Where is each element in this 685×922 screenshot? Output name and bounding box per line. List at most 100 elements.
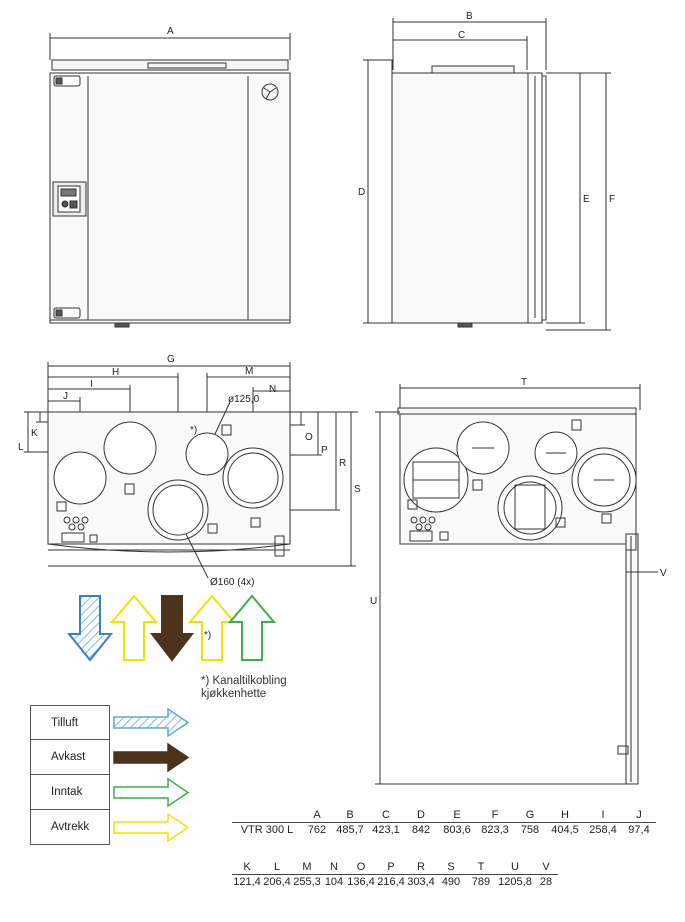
dim-letter-H: H xyxy=(112,367,119,378)
legend-label-inntak: Inntak xyxy=(30,775,110,810)
table-value-cell: 136,4 xyxy=(346,874,376,889)
kitchen-marker: *) xyxy=(190,425,197,436)
table-header-cell: G xyxy=(525,809,535,821)
table-value-cell: VTR 300 L xyxy=(232,822,302,837)
table-header-cell: V xyxy=(542,861,550,873)
note-line-1: *) Kanaltilkobling xyxy=(201,675,287,687)
dim-letter-D: D xyxy=(358,187,365,198)
legend-arrow-avkast xyxy=(113,742,190,773)
table-header-cell: H xyxy=(561,809,569,821)
inntak-arrow xyxy=(227,594,277,661)
table-value-cell: 762 xyxy=(302,822,332,837)
avtrekk-arrow xyxy=(109,594,159,661)
table-value-cell: 1205,8 xyxy=(496,874,534,889)
kitchen-hood-note: *) Kanaltilkobling kjøkkenhette xyxy=(201,675,287,701)
dim-letter-U: U xyxy=(370,596,377,607)
table-header-cell: R xyxy=(417,861,425,873)
table-header-cell: D xyxy=(417,809,425,821)
dim-letter-G: G xyxy=(167,354,175,365)
dim-letter-I: I xyxy=(90,379,93,390)
table-header-cell: A xyxy=(313,809,321,821)
table-header-cell: O xyxy=(356,861,366,873)
table-value-cell: 823,3 xyxy=(476,822,514,837)
table-value-cell: 789 xyxy=(466,874,496,889)
tilluft-arrow xyxy=(66,595,114,662)
legend-label-avkast: Avkast xyxy=(30,740,110,775)
dim-letter-A: A xyxy=(167,26,174,37)
legend-arrow-inntak xyxy=(113,777,190,808)
table-value-cell: 216,4 xyxy=(376,874,406,889)
dim-letter-N: N xyxy=(269,384,276,395)
table-header-cell: J xyxy=(636,809,642,821)
dim-letter-C: C xyxy=(458,30,465,41)
legend-row-avtrekk: Avtrekk xyxy=(30,810,196,845)
table-value-cell: 104 xyxy=(322,874,346,889)
kitchen-marker-arrow: *) xyxy=(204,630,211,641)
table-value-cell: 423,1 xyxy=(368,822,404,837)
table-value-cell: 28 xyxy=(534,874,558,889)
table-header-cell: F xyxy=(491,809,499,821)
dim-letter-B: B xyxy=(466,11,473,22)
dimension-table-2-headers: K L M N O P R S T U V xyxy=(232,860,558,875)
table-value-cell: 121,4 xyxy=(232,874,262,889)
table-value-cell: 758 xyxy=(514,822,546,837)
dimension-table-2: K L M N O P R S T U V 121,4 206,4 255,3 … xyxy=(232,860,558,889)
avtrekk-kitchen-arrow xyxy=(187,594,237,661)
dimension-table-1-values: VTR 300 L 762 485,7 423,1 842 803,6 823,… xyxy=(232,822,656,837)
dimension-table-1: A B C D E F G H I J VTR 300 L 762 485,7 … xyxy=(232,808,656,837)
flow-arrows xyxy=(66,594,277,662)
table-value-cell: 842 xyxy=(404,822,438,837)
note-line-2: kjøkkenhette xyxy=(201,688,267,700)
dimension-letters: A B C D E F G H I J K L M N O P R S T U … xyxy=(18,11,667,607)
table-header-cell: M xyxy=(302,861,312,873)
table-value-cell: 485,7 xyxy=(332,822,368,837)
legend-row-tilluft: Tilluft xyxy=(30,705,196,740)
table-header-cell: P xyxy=(387,861,395,873)
table-value-cell: 803,6 xyxy=(438,822,476,837)
dim-letter-K: K xyxy=(31,428,38,439)
dim-letter-T: T xyxy=(521,377,527,388)
airflow-legend: Tilluft Avkast Inntak Avtrekk xyxy=(30,705,196,845)
dim-letter-M: M xyxy=(245,366,253,377)
table-header-cell: S xyxy=(447,861,455,873)
table-header-cell: N xyxy=(330,861,338,873)
duct-large-callout: Ø160 (4x) xyxy=(210,577,254,588)
table-value-cell: 258,4 xyxy=(584,822,622,837)
dim-letter-J: J xyxy=(63,391,68,402)
table-value-cell: 255,3 xyxy=(292,874,322,889)
front-view xyxy=(49,33,291,328)
table-header-cell: T xyxy=(477,861,485,873)
dim-letter-O: O xyxy=(305,432,313,443)
legend-arrow-tilluft xyxy=(113,707,190,738)
table-value-cell: 303,4 xyxy=(406,874,436,889)
dim-letter-V: V xyxy=(660,568,667,579)
legend-row-avkast: Avkast xyxy=(30,740,196,775)
table-header-cell xyxy=(232,808,302,823)
dimension-table-2-values: 121,4 206,4 255,3 104 136,4 216,4 303,4 … xyxy=(232,874,558,889)
table-header-cell: I xyxy=(601,809,605,821)
table-header-cell: U xyxy=(511,861,519,873)
dim-letter-R: R xyxy=(339,458,346,469)
back-view xyxy=(375,384,658,785)
legend-label-avtrekk: Avtrekk xyxy=(30,810,110,845)
dim-letter-L: L xyxy=(18,442,24,453)
table-header-cell: K xyxy=(243,861,251,873)
table-header-cell: E xyxy=(453,809,461,821)
dim-letter-S: S xyxy=(354,484,361,495)
duct-small-callout: ø125,0 xyxy=(228,394,260,405)
table-header-cell: C xyxy=(382,809,390,821)
dim-letter-F: F xyxy=(609,194,615,205)
table-header-cell: L xyxy=(273,861,281,873)
dim-letter-P: P xyxy=(321,445,328,456)
table-value-cell: 97,4 xyxy=(622,822,656,837)
legend-label-tilluft: Tilluft xyxy=(30,705,110,740)
table-value-cell: 490 xyxy=(436,874,466,889)
legend-row-inntak: Inntak xyxy=(30,775,196,810)
avkast-arrow xyxy=(149,595,195,662)
table-value-cell: 206,4 xyxy=(262,874,292,889)
table-header-cell: B xyxy=(346,809,354,821)
table-value-cell: 404,5 xyxy=(546,822,584,837)
side-view xyxy=(363,18,611,331)
dim-letter-E: E xyxy=(583,194,590,205)
